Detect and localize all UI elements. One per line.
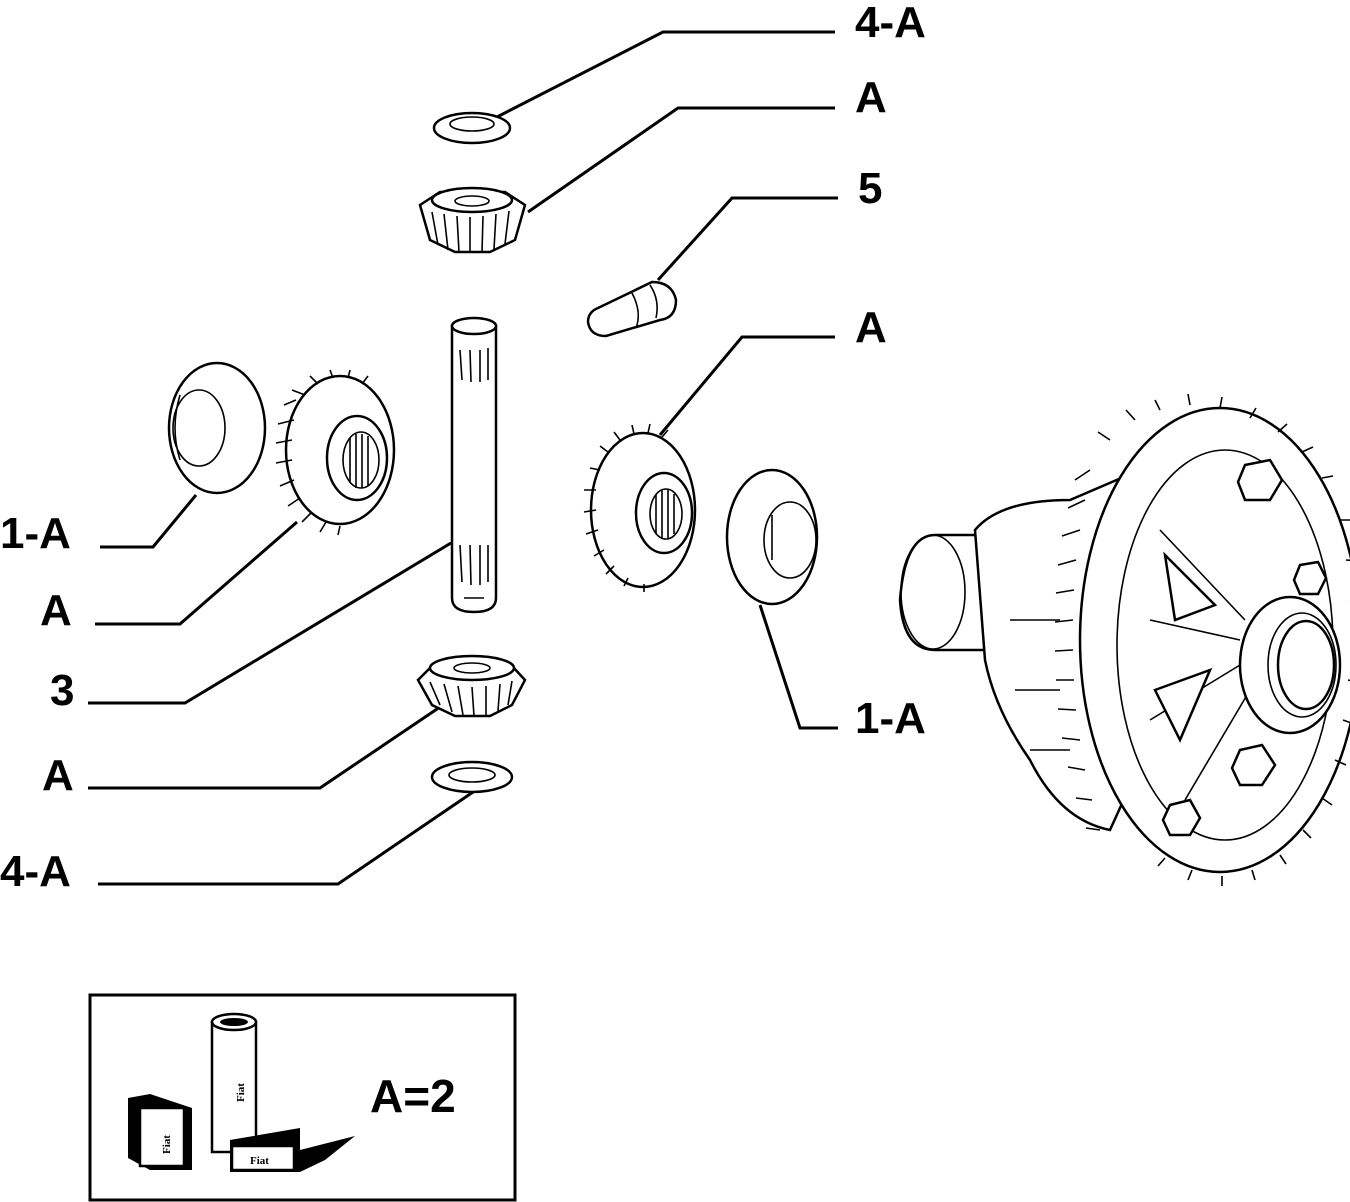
- parts-pack-icon: Fiat: [230, 1128, 355, 1172]
- kit-quantity-label: A=2: [370, 1070, 456, 1122]
- leader-washer-top: [494, 30, 835, 120]
- callout-labels: 4-A A 5 A 1-A A 3 A 1-A 4-A: [0, 0, 926, 896]
- parts-box-icon: Fiat: [128, 1094, 192, 1170]
- differential-housing: [898, 393, 1350, 886]
- callout-side-gear-right: A: [855, 303, 887, 352]
- leader-lines: [88, 30, 838, 886]
- lubricant-tube-icon: Fiat: [210, 1012, 258, 1154]
- leader-cup-left: [100, 494, 198, 549]
- leader-side-gear-left: [95, 520, 298, 626]
- pack-logo: Fiat: [250, 1155, 269, 1167]
- kit-quantity-box: Fiat Fiat Fiat A=2: [88, 993, 517, 1202]
- leader-shaft: [88, 541, 452, 705]
- side-gear-right: [583, 423, 697, 592]
- leader-side-gear-right: [658, 335, 835, 436]
- callout-cup-right: 1-A: [855, 694, 926, 743]
- planet-gear-top: [418, 186, 527, 254]
- side-gear-left: [275, 369, 396, 536]
- callout-cup-left: 1-A: [0, 509, 71, 558]
- leader-gear-bottom: [88, 705, 441, 790]
- leader-washer-bottom: [98, 788, 477, 886]
- callout-shaft: 3: [50, 666, 74, 715]
- leader-pin: [656, 196, 838, 282]
- crown-gear-teeth: [1054, 393, 1350, 886]
- tube-logo: Fiat: [235, 1083, 247, 1102]
- callout-gear-bottom: A: [42, 751, 74, 800]
- side-washer-right: [725, 468, 819, 606]
- callout-washer-bottom: 4-A: [0, 847, 71, 896]
- planet-gear-bottom: [416, 654, 527, 718]
- leader-cup-right: [758, 604, 838, 730]
- lock-pin: [586, 280, 678, 338]
- cross-shaft: [450, 316, 498, 614]
- thrust-washer-top: [432, 111, 512, 145]
- thrust-washer-bottom: [430, 760, 514, 794]
- callout-washer-top: 4-A: [855, 0, 926, 47]
- callout-gear-top: A: [855, 73, 887, 122]
- callout-side-gear-left: A: [40, 586, 72, 635]
- callout-pin: 5: [858, 164, 882, 213]
- box-logo: Fiat: [161, 1135, 173, 1154]
- side-washer-left: [167, 361, 267, 495]
- leader-gear-top: [527, 106, 835, 214]
